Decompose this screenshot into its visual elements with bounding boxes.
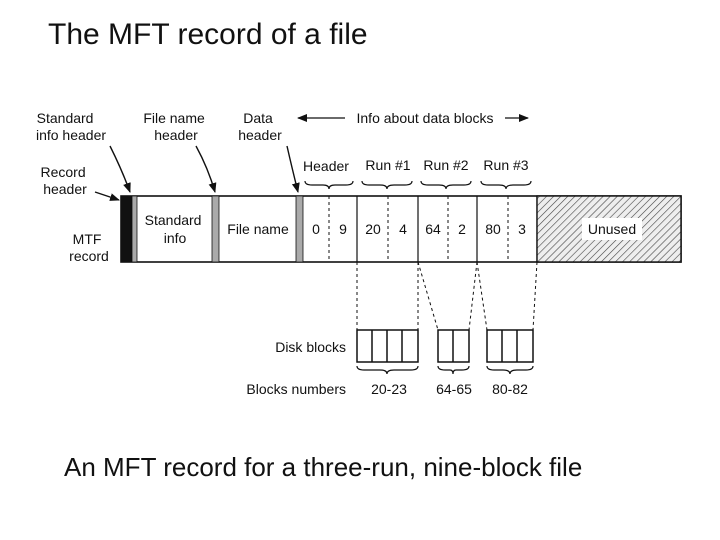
data-header-arrow [286,145,300,193]
header-value-0: 0 [312,221,320,237]
header-value-1: 9 [339,221,347,237]
run1-value-1: 4 [399,221,407,237]
disk-block-group-3 [486,329,534,363]
slide-title: The MFT record of a file [48,18,368,51]
info-about-data-blocks-label: Info about data blocks [357,110,494,126]
data-header-block [295,195,304,263]
file-name-header-arrow [195,145,217,193]
unused-label: Unused [588,221,636,237]
record-header-block [121,196,132,262]
block-brace-1 [356,365,419,375]
run3-brace [480,180,532,190]
header-brace [304,180,354,190]
block-brace-3 [486,365,534,375]
run3-value-0: 80 [485,221,501,237]
run1-brace [361,180,413,190]
block-range-2: 64-65 [436,381,472,397]
run1-value-0: 20 [365,221,381,237]
unused-label-bg [582,218,642,240]
unused-area [536,195,682,263]
run3-label: Run #3 [483,157,528,173]
run2-value-0: 64 [425,221,441,237]
mft-record-row: Standard info File name 0 9 20 4 64 2 80… [120,195,682,263]
block-range-1: 20-23 [371,381,407,397]
run3-value-1: 3 [518,221,526,237]
disk-block-group-1 [356,329,419,363]
standard-info-header-block [131,195,138,263]
block-brace-2 [437,365,470,375]
block-range-3: 80-82 [492,381,528,397]
standard-info-header-label: Standard info header [36,110,106,143]
slide-caption: An MFT record for a three-run, nine-bloc… [64,452,583,482]
file-name-header-block [211,195,220,263]
header-section-label: Header [303,158,349,174]
blocks-numbers-label: Blocks numbers [246,381,346,397]
record-header-arrow [94,191,120,201]
record-header-label: Record header [40,164,89,197]
file-name-cell: File name [227,221,289,237]
standard-info-cell: Standard info [145,212,206,246]
disk-blocks-label: Disk blocks [275,339,346,355]
run-connectors [356,261,538,331]
run1-label: Run #1 [365,157,410,173]
file-name-header-label: File name header [143,110,208,143]
mtf-record-label: MTF record [69,231,109,264]
data-header-label: Data header [238,110,282,143]
standard-info-header-arrow [109,145,131,193]
disk-block-group-2 [437,329,470,363]
run2-value-1: 2 [458,221,466,237]
run2-label: Run #2 [423,157,468,173]
run2-brace [420,180,472,190]
